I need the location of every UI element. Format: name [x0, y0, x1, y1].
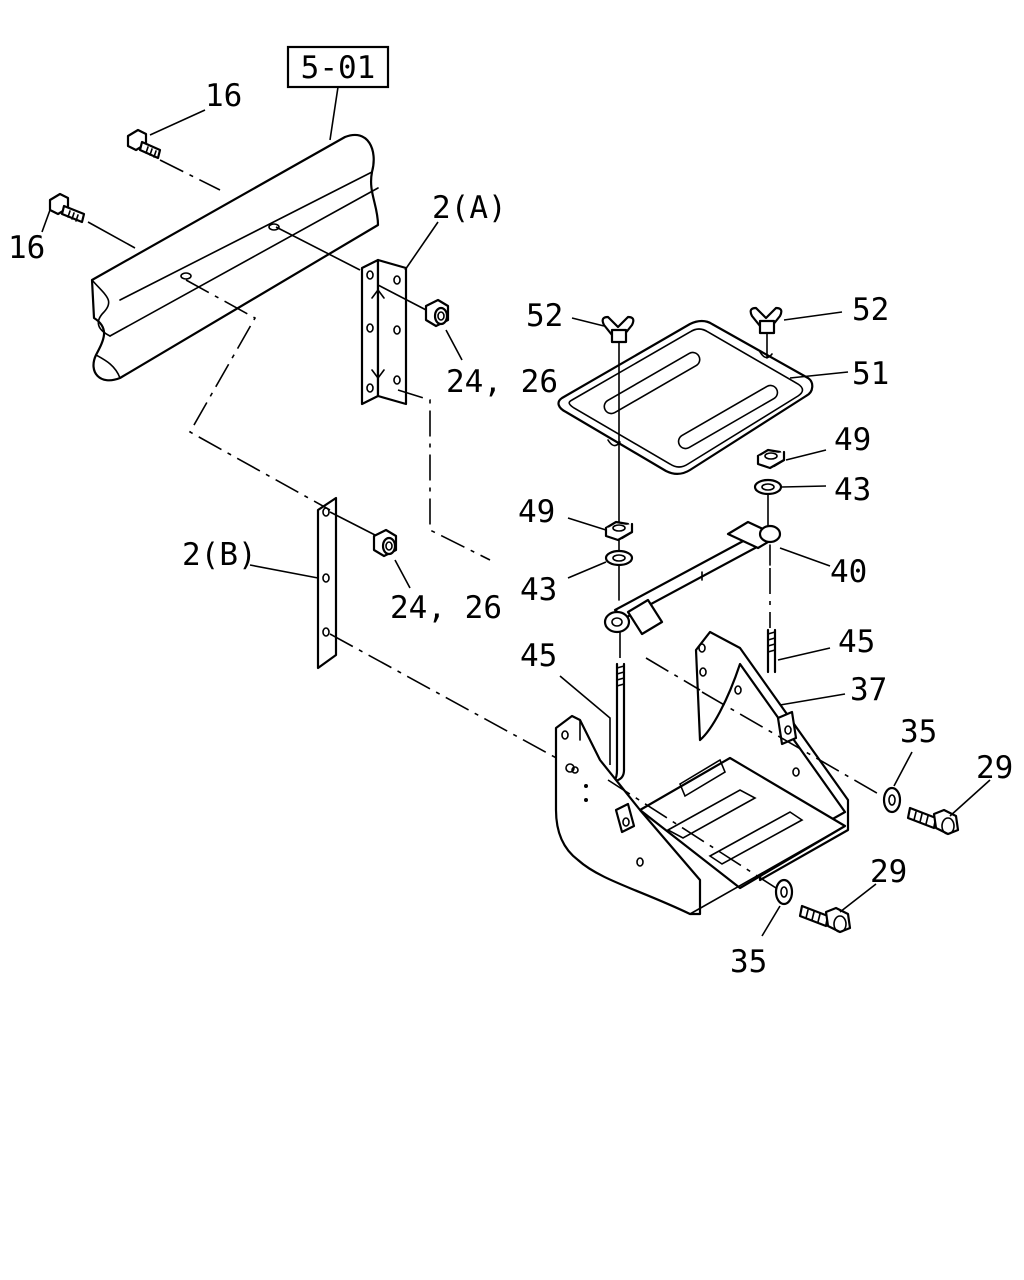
- battery-tray-icon[interactable]: [554, 630, 850, 916]
- label-49-right: 49: [834, 422, 871, 458]
- flange-nut-icon[interactable]: [372, 528, 398, 558]
- battery-cover-icon[interactable]: [557, 319, 814, 475]
- label-29-upper: 29: [976, 750, 1013, 786]
- label-2a: 2(A): [432, 190, 507, 226]
- clamp-bar-icon[interactable]: [603, 520, 782, 636]
- j-bolt-icon[interactable]: [766, 628, 777, 674]
- label-51: 51: [852, 356, 889, 392]
- label-52-left: 52: [526, 298, 563, 334]
- bolt-icon[interactable]: [126, 128, 162, 160]
- label-40: 40: [830, 554, 867, 590]
- bracket-icon[interactable]: [316, 496, 338, 670]
- reference-box[interactable]: 5-01: [286, 45, 390, 141]
- washer-icon[interactable]: [774, 878, 794, 906]
- bolt-icon[interactable]: [906, 806, 960, 836]
- frame-rail-icon[interactable]: [90, 134, 380, 382]
- label-2b: 2(B): [182, 537, 257, 573]
- label-16-lower: 16: [8, 230, 45, 266]
- hex-nut-icon[interactable]: [756, 448, 786, 470]
- label-37: 37: [850, 672, 887, 708]
- hex-nut-icon[interactable]: [604, 520, 634, 542]
- wing-nut-icon[interactable]: [601, 315, 635, 344]
- label-24-26-upper: 24, 26: [446, 364, 558, 400]
- label-45-right: 45: [838, 624, 875, 660]
- bolt-icon[interactable]: [798, 904, 852, 934]
- washer-icon[interactable]: [753, 478, 783, 496]
- wing-nut-icon[interactable]: [749, 306, 783, 335]
- label-45-left: 45: [520, 638, 557, 674]
- label-35-lower: 35: [730, 944, 767, 980]
- washer-icon[interactable]: [604, 549, 634, 567]
- reference-box-label: 5-01: [301, 50, 376, 86]
- label-52-right: 52: [852, 292, 889, 328]
- washer-icon[interactable]: [882, 786, 902, 814]
- label-16-upper: 16: [205, 78, 242, 114]
- flange-nut-icon[interactable]: [424, 298, 450, 328]
- label-29-lower: 29: [870, 854, 907, 890]
- label-24-26-lower: 24, 26: [390, 590, 502, 626]
- label-43-right: 43: [834, 472, 871, 508]
- label-43-left: 43: [520, 572, 557, 608]
- label-35-upper: 35: [900, 714, 937, 750]
- label-49-left: 49: [518, 494, 555, 530]
- bracket-icon[interactable]: [360, 258, 408, 406]
- bolt-icon[interactable]: [48, 192, 86, 224]
